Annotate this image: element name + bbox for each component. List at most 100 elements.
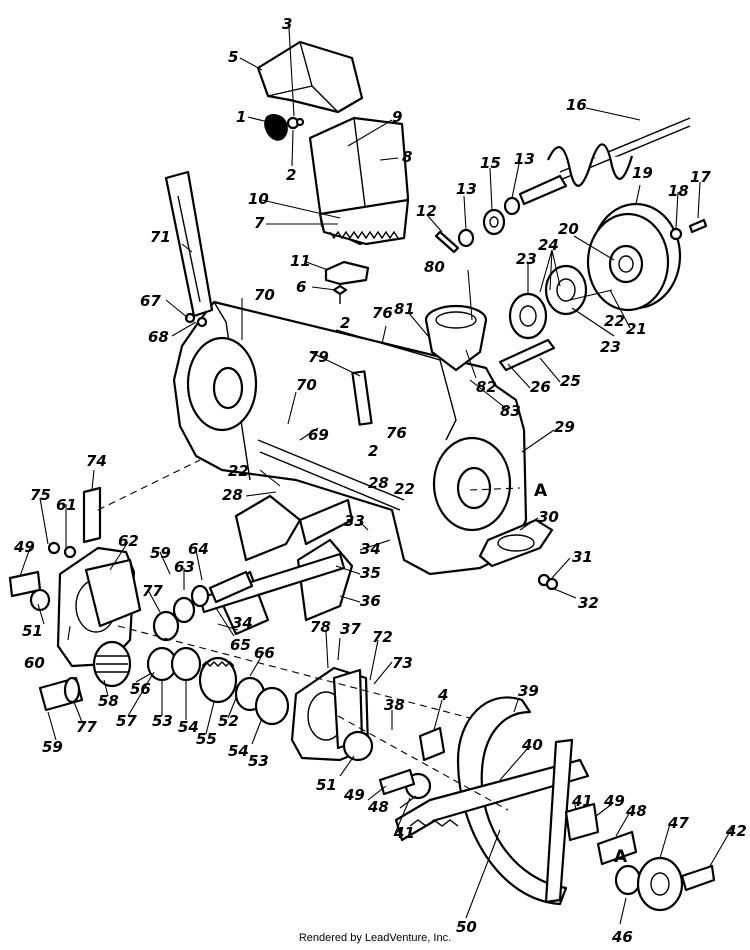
- auger-shaft: [518, 117, 691, 206]
- callout-20: 20: [558, 220, 579, 238]
- callout-53a: 53: [152, 712, 173, 730]
- callout-69: 69: [308, 426, 329, 444]
- callout-79: 79: [308, 348, 329, 366]
- callout-11: 11: [290, 252, 311, 270]
- callout-2c: 2: [368, 442, 378, 460]
- callout-13b: 13: [514, 150, 535, 168]
- callout-7: 7: [254, 214, 265, 232]
- callout-48b: 48: [625, 802, 647, 820]
- callout-4: 4: [437, 686, 448, 704]
- callout-34b: 34: [232, 614, 253, 632]
- leader-lines: [19, 27, 733, 925]
- bearing-13-15: [434, 196, 521, 254]
- callout-13a: 13: [456, 180, 477, 198]
- gear-case-left: [56, 546, 142, 668]
- callout-28a: 28: [222, 486, 243, 504]
- callout-50: 50: [456, 918, 477, 936]
- callout-23b: 23: [600, 338, 621, 356]
- callout-29: 29: [554, 418, 575, 436]
- callout-A-housing: A: [534, 481, 548, 501]
- callout-39: 39: [518, 682, 539, 700]
- callout-57: 57: [116, 712, 137, 730]
- bearing-flange: [498, 218, 708, 372]
- callout-60: 60: [24, 654, 45, 672]
- callout-53b: 53: [248, 752, 269, 770]
- callout-41a: 41: [393, 824, 415, 842]
- impeller: [198, 494, 354, 636]
- callout-54b: 54: [228, 742, 249, 760]
- callout-15: 15: [480, 154, 501, 172]
- callout-42: 42: [725, 822, 747, 840]
- callout-58: 58: [98, 692, 119, 710]
- callout-24: 24: [538, 236, 559, 254]
- callout-22b: 22: [228, 462, 249, 480]
- callout-47: 47: [667, 814, 689, 832]
- callout-5: 5: [228, 48, 238, 66]
- callout-70b: 70: [296, 376, 317, 394]
- footer-credit: Rendered by LeadVenture, Inc.: [298, 932, 452, 944]
- callout-49c: 49: [603, 792, 625, 810]
- callout-18: 18: [668, 182, 689, 200]
- callout-52: 52: [218, 712, 239, 730]
- callout-83: 83: [500, 402, 521, 420]
- misc-left-parts: [47, 312, 559, 591]
- callout-77a: 77: [142, 582, 163, 600]
- callout-30: 30: [538, 508, 559, 526]
- callout-62: 62: [118, 532, 139, 550]
- callout-25: 25: [560, 372, 581, 390]
- callout-74: 74: [86, 452, 107, 470]
- callout-73: 73: [392, 654, 413, 672]
- callout-54a: 54: [178, 718, 199, 736]
- callout-2b: 2: [340, 314, 350, 332]
- chute-knob: [264, 114, 305, 141]
- callout-55: 55: [196, 730, 217, 748]
- callout-48a: 48: [367, 798, 389, 816]
- callout-37: 37: [340, 620, 361, 638]
- callout-22a: 22: [604, 312, 625, 330]
- callout-17: 17: [690, 168, 711, 186]
- upper-chute: [308, 116, 410, 246]
- callout-68: 68: [148, 328, 169, 346]
- auger-housing: [172, 300, 528, 576]
- callout-36: 36: [360, 592, 381, 610]
- alignment-lines: [97, 459, 521, 811]
- callout-35: 35: [360, 564, 381, 582]
- callout-64: 64: [188, 540, 209, 558]
- callout-23a: 23: [516, 250, 537, 268]
- callout-21: 21: [626, 320, 647, 338]
- callout-22c: 22: [394, 480, 415, 498]
- callout-38: 38: [384, 696, 405, 714]
- callout-32: 32: [578, 594, 599, 612]
- callout-76a: 76: [372, 304, 393, 322]
- callout-34a: 34: [360, 540, 381, 558]
- callout-40: 40: [521, 736, 543, 754]
- callout-6: 6: [296, 278, 306, 296]
- callout-19: 19: [632, 164, 653, 182]
- callout-70a: 70: [254, 286, 275, 304]
- callout-31: 31: [572, 548, 593, 566]
- auger-hardware: [378, 726, 716, 912]
- callout-82: 82: [476, 378, 497, 396]
- callout-81: 81: [394, 300, 415, 318]
- callout-56: 56: [130, 680, 151, 698]
- callout-A-hub: A: [614, 847, 628, 867]
- callout-26: 26: [530, 378, 551, 396]
- callout-12: 12: [416, 202, 437, 220]
- callout-49a: 49: [13, 538, 35, 556]
- callout-67: 67: [140, 292, 161, 310]
- callout-9: 9: [392, 108, 402, 126]
- callout-78: 78: [310, 618, 331, 636]
- callout-28b: 28: [368, 474, 389, 492]
- callout-61: 61: [56, 496, 77, 514]
- callout-3: 3: [282, 15, 292, 33]
- callout-41b: 41: [571, 792, 593, 810]
- callout-51a: 51: [22, 622, 43, 640]
- drive-shaft-spacers: [8, 570, 84, 712]
- callout-46: 46: [611, 928, 633, 946]
- callout-66: 66: [254, 644, 275, 662]
- chute-clamp: [324, 260, 370, 304]
- callout-59a: 59: [150, 544, 171, 562]
- callout-8: 8: [402, 148, 412, 166]
- callout-1: 1: [236, 108, 246, 126]
